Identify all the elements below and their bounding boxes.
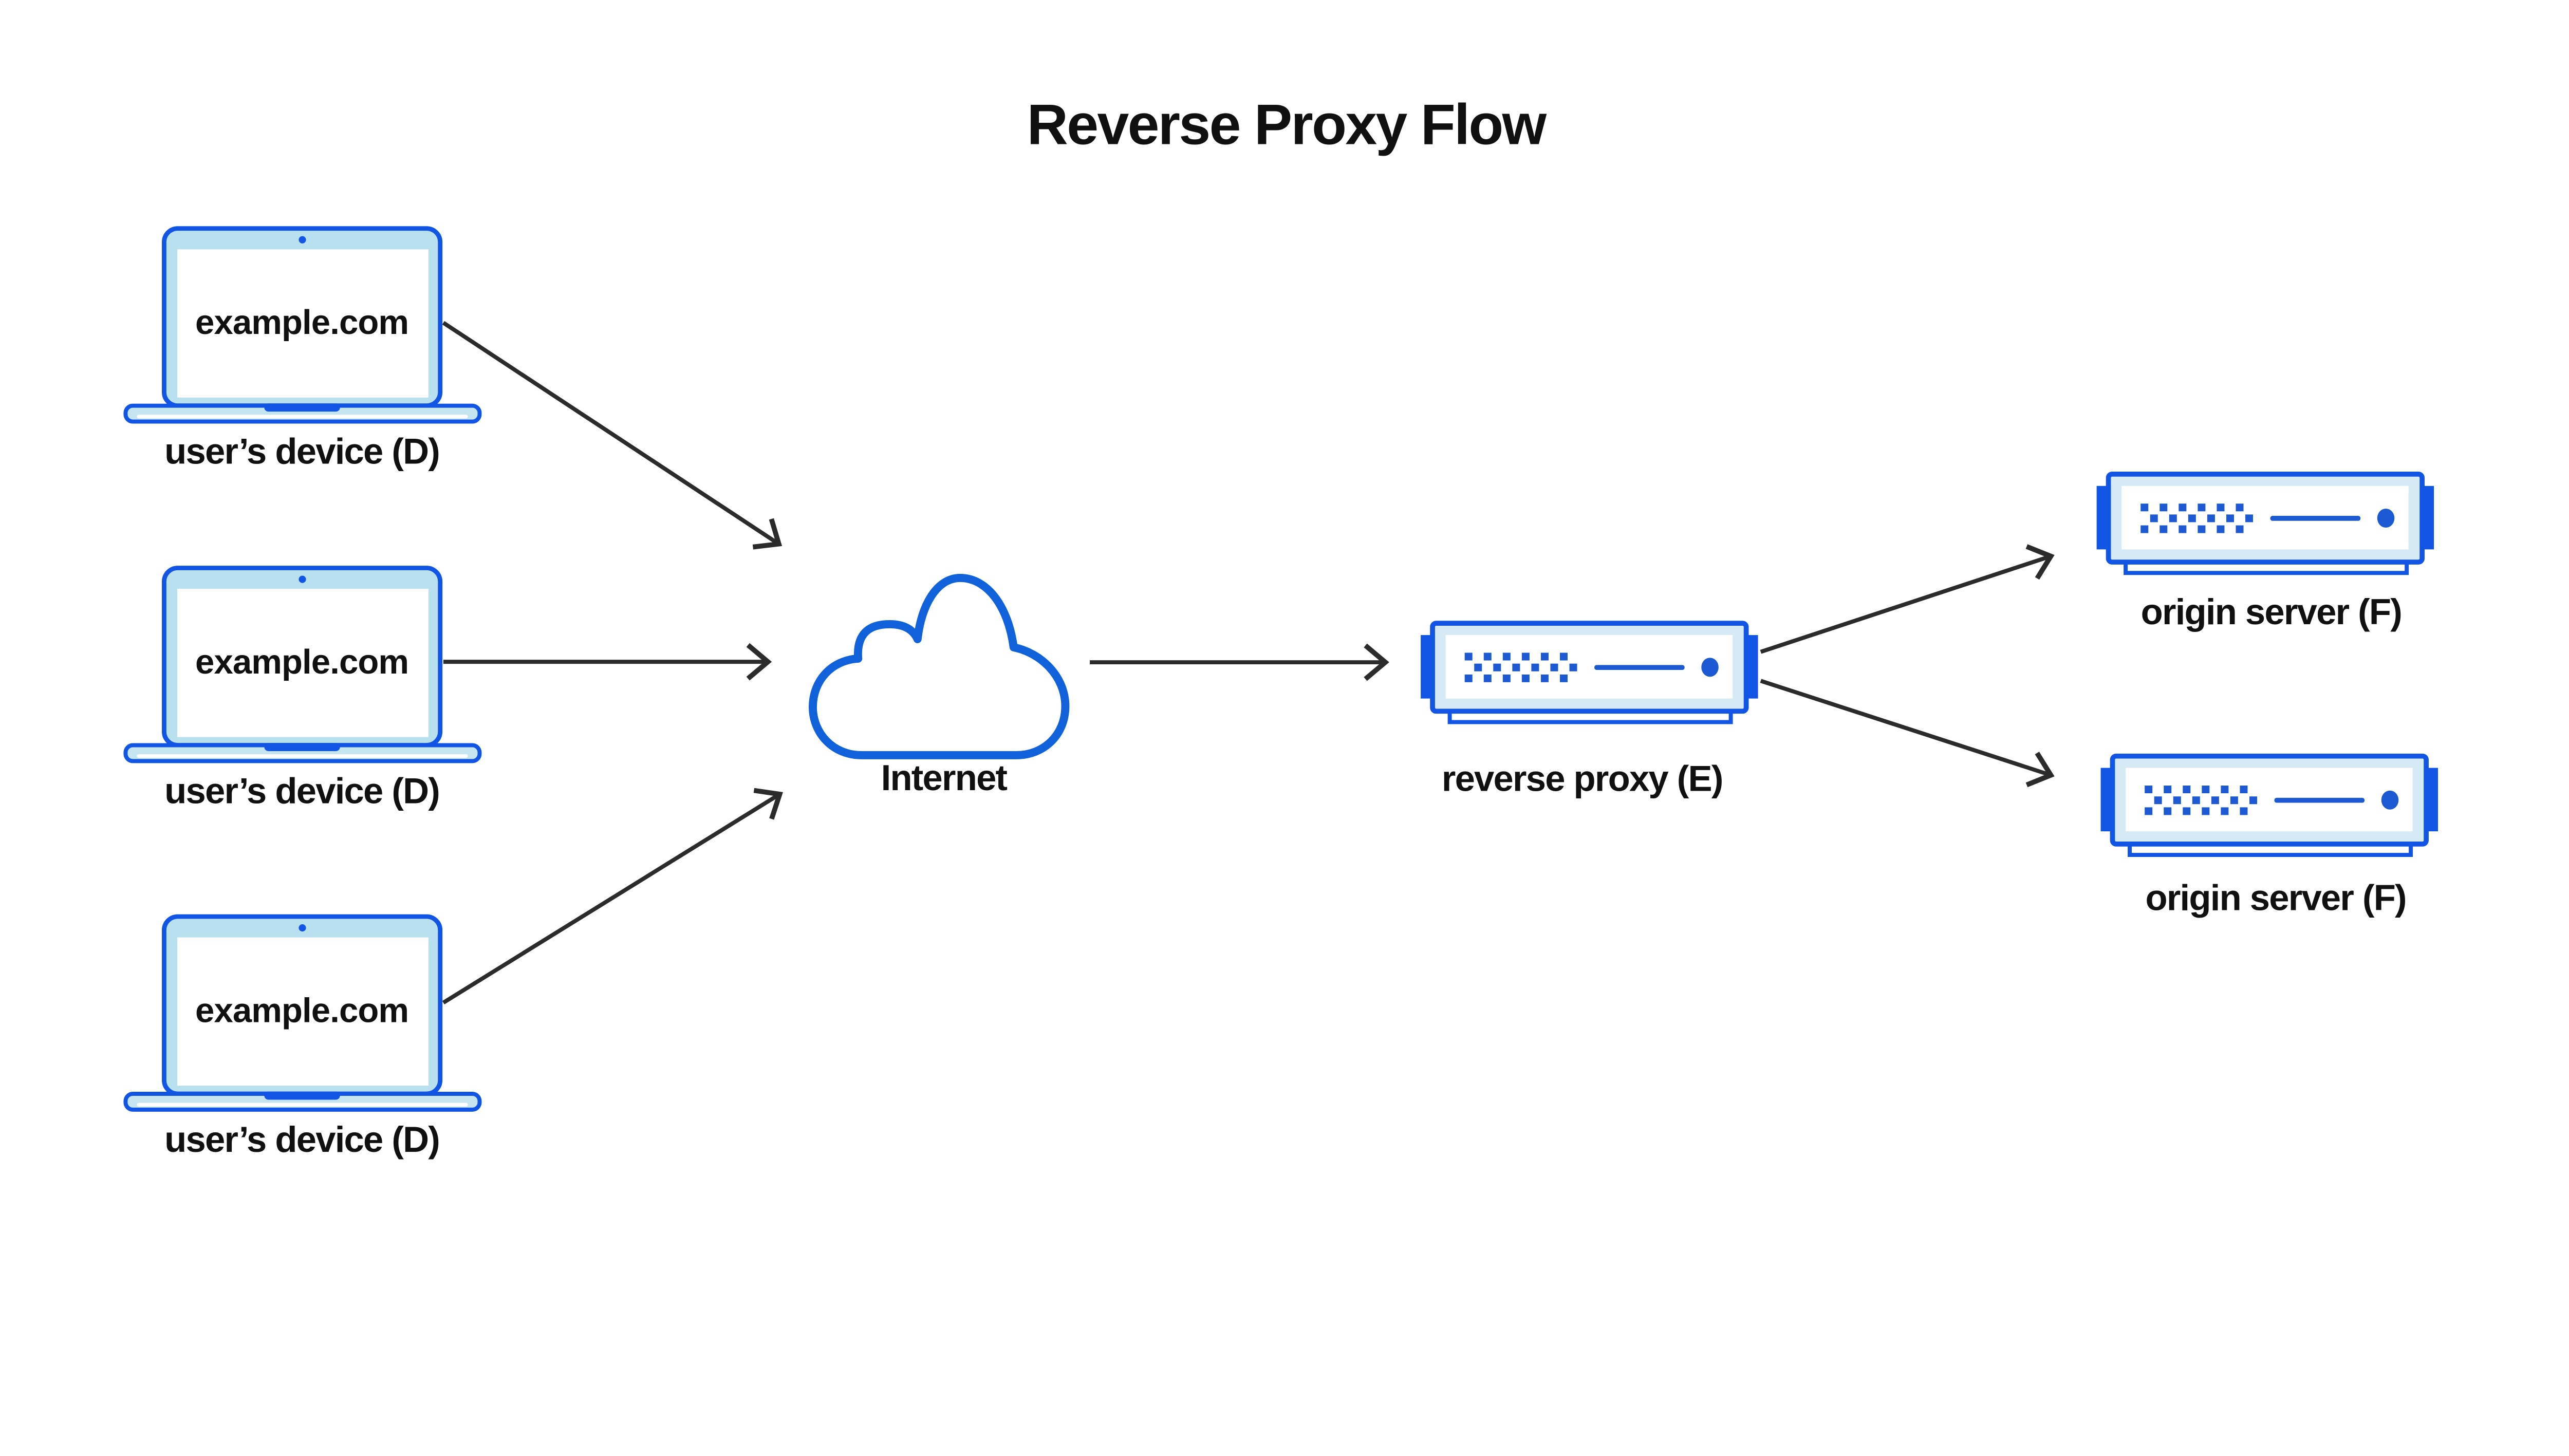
origin-server-label: origin server (F) — [2141, 591, 2402, 632]
server-icon — [2101, 756, 2438, 855]
arrow-device3-internet — [442, 788, 783, 1005]
node-reverse-proxy: reverse proxy (E) — [1421, 623, 1758, 799]
arrow-proxy-origin1 — [1760, 544, 2055, 654]
device-label: user’s device (D) — [164, 770, 439, 811]
device-screen-text: example.com — [195, 303, 408, 342]
device-label: user’s device (D) — [164, 431, 439, 472]
server-icon — [1421, 623, 1758, 722]
node-user-device-3: example.com user’s device (D) — [125, 917, 479, 1160]
arrow-device1-internet — [442, 321, 783, 550]
diagram-canvas: Reverse Proxy Flow example.com user’s de… — [0, 92, 2569, 1160]
node-internet: Internet — [809, 573, 1070, 798]
origin-server-label: origin server (F) — [2145, 878, 2406, 918]
reverse-proxy-label: reverse proxy (E) — [1442, 758, 1723, 799]
reverse-proxy-flow-diagram: Reverse Proxy Flow example.com user’s de… — [0, 92, 2569, 1160]
internet-label: Internet — [881, 757, 1008, 798]
server-icon — [2097, 474, 2434, 573]
device-screen-text: example.com — [195, 643, 408, 681]
page-title: Reverse Proxy Flow — [1027, 92, 1547, 157]
node-origin-server-1: origin server (F) — [2097, 474, 2434, 632]
arrow-proxy-origin2 — [1760, 679, 2055, 788]
node-origin-server-2: origin server (F) — [2101, 756, 2438, 918]
device-label: user’s device (D) — [164, 1119, 439, 1160]
connector-arrows — [442, 321, 2055, 1005]
device-screen-text: example.com — [195, 992, 408, 1030]
node-user-device-1: example.com user’s device (D) — [125, 229, 479, 472]
node-user-device-2: example.com user’s device (D) — [125, 568, 479, 811]
cloud-icon — [809, 573, 1070, 759]
